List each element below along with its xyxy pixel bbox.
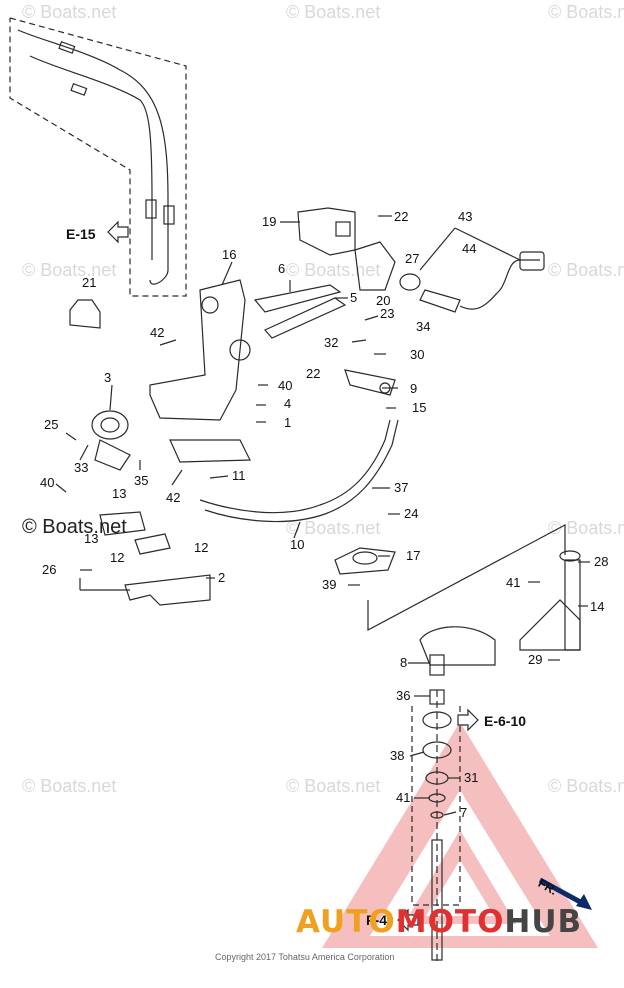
shaft-14 bbox=[564, 559, 581, 651]
callout-44: 44 bbox=[462, 241, 477, 256]
logo-part-hub: HUB bbox=[504, 904, 583, 940]
sensor-43 bbox=[419, 289, 461, 313]
callout-28: 28 bbox=[594, 554, 609, 569]
callout-41: 41 bbox=[506, 575, 521, 590]
pulley-3 bbox=[91, 410, 129, 440]
watermark: © Boats.net bbox=[548, 260, 624, 280]
callout-32: 32 bbox=[324, 335, 339, 350]
callout-12: 12 bbox=[194, 540, 209, 555]
callout-16: 16 bbox=[222, 247, 237, 262]
autoMotoHub-logo: AUTOMOTOHUB bbox=[296, 904, 582, 940]
callout-42: 42 bbox=[150, 325, 165, 340]
ref-arrow-e15 bbox=[107, 220, 129, 244]
link-5 bbox=[264, 297, 347, 339]
callout-14: 14 bbox=[590, 599, 605, 614]
ref-arrow-e610 bbox=[457, 708, 479, 732]
watermark: © Boats.net bbox=[22, 260, 117, 280]
lever-9 bbox=[344, 369, 396, 396]
bracket-17 bbox=[334, 547, 396, 575]
callout-4: 4 bbox=[284, 396, 292, 411]
link-6 bbox=[253, 284, 342, 313]
callout-34: 34 bbox=[416, 319, 431, 334]
callout-43: 43 bbox=[458, 209, 473, 224]
watermark: © Boats.net bbox=[22, 776, 117, 796]
watermark: © Boats.net bbox=[286, 776, 381, 796]
callout-9: 9 bbox=[410, 381, 418, 396]
cable-box-outline bbox=[9, 17, 187, 297]
rod-7 bbox=[431, 839, 443, 961]
callout-29: 29 bbox=[528, 652, 543, 667]
callout-12: 12 bbox=[110, 550, 125, 565]
callout-24: 24 bbox=[404, 506, 419, 521]
callout-20: 20 bbox=[376, 293, 391, 308]
logo-part-moto: MOTO bbox=[395, 904, 505, 940]
front-arrow bbox=[538, 877, 592, 910]
callout-40: 40 bbox=[278, 378, 293, 393]
callout-3: 3 bbox=[104, 370, 112, 385]
callout-26: 26 bbox=[42, 562, 57, 577]
copyright-text: Copyright 2017 Tohatsu America Corporati… bbox=[215, 952, 395, 962]
watermark: © Boats.net bbox=[548, 518, 624, 538]
logo-part-auto: AUTO bbox=[296, 904, 396, 940]
callout-5: 5 bbox=[350, 290, 358, 305]
callout-22: 22 bbox=[306, 366, 321, 381]
callout-23: 23 bbox=[380, 306, 395, 321]
callout-25: 25 bbox=[44, 417, 59, 432]
ref-e6-10[interactable]: E-6-10 bbox=[484, 713, 527, 729]
watermark: © Boats.net bbox=[286, 2, 381, 22]
callout-39: 39 bbox=[322, 577, 337, 592]
callout-17: 17 bbox=[406, 548, 421, 563]
ref-arrow-f4 bbox=[397, 908, 419, 932]
callout-42: 42 bbox=[166, 490, 181, 505]
callout-36: 36 bbox=[396, 688, 411, 703]
callout-11: 11 bbox=[232, 468, 246, 483]
watermark: © Boats.net bbox=[548, 2, 624, 22]
callout-19: 19 bbox=[262, 214, 277, 229]
shift-rod-10 bbox=[199, 419, 391, 514]
throttle-cable bbox=[17, 29, 169, 285]
plate-20 bbox=[354, 241, 396, 291]
clip-13 bbox=[99, 511, 146, 536]
callout-22: 22 bbox=[394, 209, 409, 224]
bracket-19 bbox=[297, 207, 356, 256]
callout-1: 1 bbox=[284, 415, 292, 430]
callout-2: 2 bbox=[218, 570, 226, 585]
callout-13: 13 bbox=[112, 486, 127, 501]
callout-7: 7 bbox=[460, 805, 468, 820]
watermark: © Boats.net bbox=[548, 776, 624, 796]
gear-8 bbox=[419, 626, 496, 666]
bracket-16 bbox=[149, 279, 246, 421]
callout-41: 41 bbox=[396, 790, 411, 805]
callout-21: 21 bbox=[82, 275, 97, 290]
ref-e15[interactable]: E-15 bbox=[66, 226, 96, 242]
clip-21 bbox=[69, 299, 101, 329]
watermark: © Boats.net bbox=[286, 518, 381, 538]
callout-33: 33 bbox=[74, 460, 89, 475]
callout-37: 37 bbox=[394, 480, 409, 495]
watermark: © Boats.net bbox=[22, 2, 117, 22]
callout-35: 35 bbox=[134, 473, 149, 488]
callout-40: 40 bbox=[40, 475, 55, 490]
callout-38: 38 bbox=[390, 748, 405, 763]
callout-27: 27 bbox=[405, 251, 420, 266]
callout-13: 13 bbox=[84, 531, 99, 546]
callout-6: 6 bbox=[278, 261, 286, 276]
ref-f4[interactable]: F-4 bbox=[366, 912, 387, 928]
callout-30: 30 bbox=[410, 347, 425, 362]
callout-10: 10 bbox=[290, 537, 305, 552]
callout-15: 15 bbox=[412, 400, 427, 415]
callout-8: 8 bbox=[400, 655, 408, 670]
clip-12 bbox=[134, 533, 171, 555]
shift-cable bbox=[29, 55, 153, 260]
plate-2 bbox=[124, 574, 211, 606]
watermark-dark: © Boats.net bbox=[22, 516, 127, 538]
callout-31: 31 bbox=[464, 770, 479, 785]
